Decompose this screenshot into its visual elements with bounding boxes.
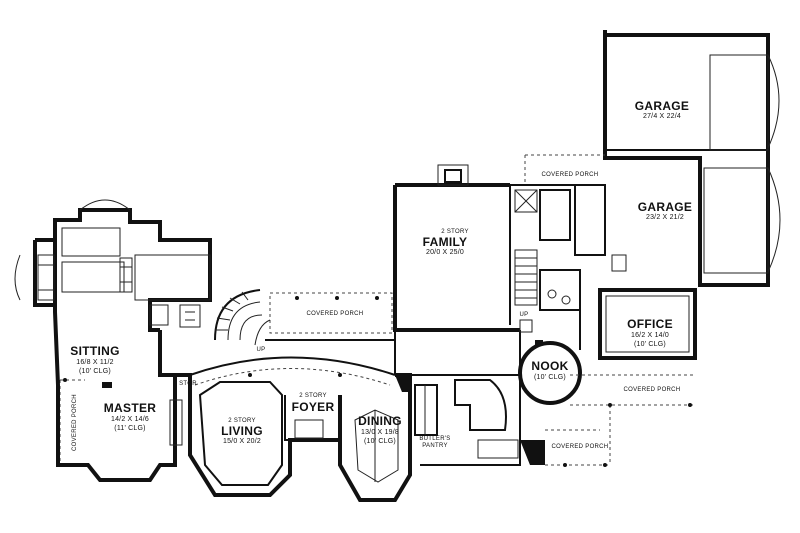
dining-dims: 13/0 X 19/8: [360, 429, 399, 436]
family-prefix: 2 STORY: [441, 229, 469, 235]
porch-label-master: COVERED PORCH: [72, 394, 78, 452]
master-suite-walls: [14, 199, 212, 482]
master-dims: 14/2 X 14/6: [110, 416, 149, 423]
dining-label: DINING: [358, 414, 402, 428]
foyer-label: FOYER: [291, 400, 335, 414]
stor-label: STOR: [179, 381, 197, 387]
porch-label-top: COVERED PORCH: [541, 172, 599, 178]
connector-walls: [159, 310, 581, 446]
curved-stair: [214, 289, 271, 346]
up-label-family: UP: [519, 312, 529, 318]
nook-label: NOOK: [531, 359, 569, 373]
stair-core: [514, 184, 606, 311]
living-label: LIVING: [221, 424, 263, 438]
sitting-ceiling: (10' CLG): [79, 368, 111, 375]
garage-1-label: GARAGE: [634, 99, 690, 113]
master-ceiling: (11' CLG): [114, 425, 146, 432]
office-walls: [598, 288, 697, 360]
garage-2-label: GARAGE: [637, 200, 693, 214]
nook-ceiling: (10' CLG): [534, 374, 566, 381]
living-prefix: 2 STORY: [228, 418, 256, 424]
foyer-prefix: 2 STORY: [299, 393, 327, 399]
sitting-dims: 16/8 X 11/2: [76, 359, 114, 366]
office-ceiling: (10' CLG): [634, 341, 666, 348]
garage-1-dims: 27/4 X 22/4: [642, 113, 681, 120]
butlers-label: BUTLER'S: [419, 436, 451, 442]
garage-walls: [603, 30, 781, 287]
dining-ceiling: (10' CLG): [364, 438, 396, 445]
pantry-label: PANTRY: [422, 443, 448, 449]
family-dims: 20/0 X 25/0: [425, 249, 464, 256]
up-label-center: UP: [256, 347, 266, 353]
kitchen-walls: [410, 374, 545, 466]
master-label: MASTER: [103, 401, 157, 415]
living-dims: 15/0 X 20/2: [222, 438, 261, 445]
sitting-label: SITTING: [70, 344, 120, 358]
porch-label-southeast: COVERED PORCH: [551, 444, 609, 450]
office-label: OFFICE: [627, 317, 673, 331]
porch-label-center: COVERED PORCH: [306, 311, 364, 317]
family-label: FAMILY: [422, 235, 468, 249]
porch-label-east: COVERED PORCH: [623, 387, 681, 393]
office-dims: 16/2 X 14/0: [630, 332, 669, 339]
garage-2-dims: 23/2 X 21/2: [645, 214, 684, 221]
front-rooms-walls: [175, 356, 412, 502]
